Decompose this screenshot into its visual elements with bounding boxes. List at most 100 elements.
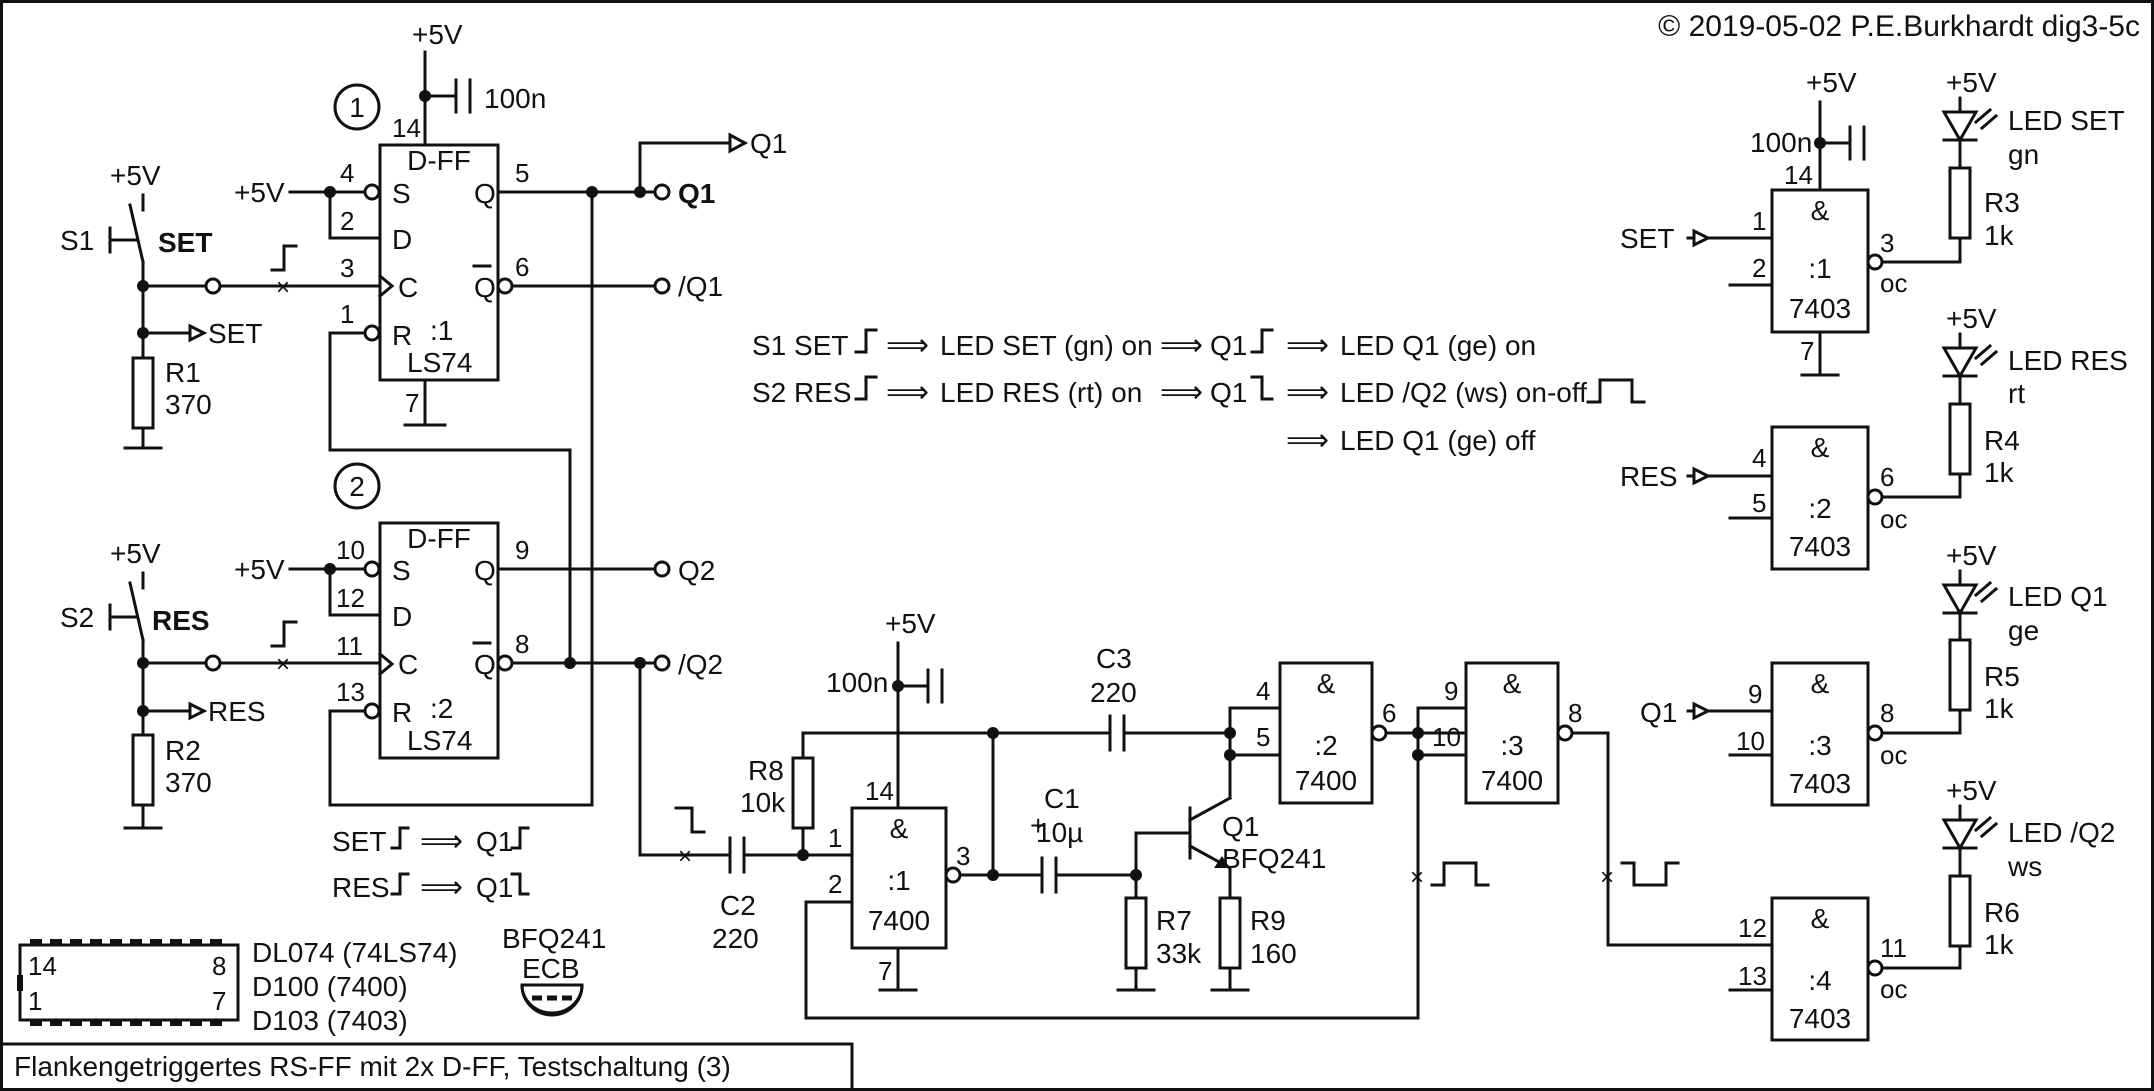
r7-name: R7 xyxy=(1156,905,1192,936)
r2-value: 370 xyxy=(165,767,212,798)
truth-line1-c: Q1 xyxy=(1210,330,1247,361)
circle-label-2: 2 xyxy=(349,471,365,502)
led1-color: rt xyxy=(2008,378,2025,409)
q2-label: Q2 xyxy=(678,555,715,586)
dff1-s-supply: +5V xyxy=(234,177,285,208)
nand7403-g3-oc: oc xyxy=(1880,740,1907,770)
implies-arrow: ⟹ xyxy=(1286,329,1329,362)
led2-supply: +5V xyxy=(1946,540,1997,571)
s1-sig: SET xyxy=(158,227,212,258)
dip-notch xyxy=(17,975,23,991)
nand7403-g2-part: 7403 xyxy=(1789,531,1851,562)
edge-symbol xyxy=(854,328,878,354)
q2n-terminal xyxy=(653,654,671,672)
nand7403-g3-unit: :3 xyxy=(1808,730,1831,761)
s2-name: S2 xyxy=(60,602,94,633)
implies-arrow: ⟹ xyxy=(1160,329,1203,362)
implies-arrow: ⟹ xyxy=(420,825,463,858)
nand7403-g4-part: 7403 xyxy=(1789,1003,1851,1034)
implies-arrow: ⟹ xyxy=(420,871,463,904)
led3-name: LED /Q2 xyxy=(2008,817,2115,848)
r1-name: R1 xyxy=(165,357,201,388)
nand7403-g1-in1: 1 xyxy=(1752,206,1766,236)
nand7400-g1-pin1: 1 xyxy=(828,823,842,853)
dff2-pin-c: 11 xyxy=(336,631,363,661)
oscillator: +5V 100n × C2 220 R8 10k C3 220 & xyxy=(674,608,1774,1020)
q1-terminal xyxy=(653,183,671,201)
dff2-pin-qn: 8 xyxy=(515,629,529,659)
nand7400-g3-part: 7400 xyxy=(1481,765,1543,796)
implies-arrow: ⟹ xyxy=(886,376,929,409)
r2-name: R2 xyxy=(165,735,201,766)
nand7403-g1-oc: oc xyxy=(1880,268,1907,298)
q1-collector xyxy=(1187,795,1233,823)
s1-name: S1 xyxy=(60,225,94,256)
nand7403-g2-body xyxy=(1770,425,1870,571)
dff2-pin-d: 12 xyxy=(336,583,365,613)
nand7403-g4-in1: 12 xyxy=(1738,913,1767,943)
junction xyxy=(564,657,576,669)
dff1-cap-label: 100n xyxy=(484,83,546,114)
dff1: 1 +5V 100n 14 D-FF S D C R Q Q :1 LS74 4… xyxy=(234,19,787,665)
res-arrow xyxy=(188,701,208,721)
edge-symbol xyxy=(1250,375,1274,401)
dip-pin7: 7 xyxy=(212,986,226,1016)
pulse-symbol xyxy=(1430,861,1490,887)
r6-value: 1k xyxy=(1984,929,2015,960)
nand7403-g1-part: 7403 xyxy=(1789,293,1851,324)
drv-gnd-pin: 7 xyxy=(1800,336,1814,366)
dff1-pin-gnd: 7 xyxy=(405,388,419,418)
c1-name: C1 xyxy=(1044,783,1080,814)
r3-value: 1k xyxy=(1984,220,2015,251)
s2-switch: +5V S2 RES × RES R2 370 xyxy=(60,538,382,830)
bfq-name: BFQ241 xyxy=(502,923,606,954)
led1-symbol xyxy=(1941,346,1979,380)
gate-symbol: & xyxy=(1811,432,1830,463)
circle-marker-1 xyxy=(333,83,381,131)
nand7403-g3-in2: 10 xyxy=(1736,726,1765,756)
probe-mark: × xyxy=(678,843,692,870)
nand7400-g2-pin5: 5 xyxy=(1256,722,1270,752)
nand7403-g2-oc: oc xyxy=(1880,504,1907,534)
led1-supply: +5V xyxy=(1946,303,1997,334)
nand7403-g3-part: 7403 xyxy=(1789,768,1851,799)
q1n-terminal xyxy=(653,277,671,295)
edge-symbol xyxy=(270,620,298,648)
led2-color: ge xyxy=(2008,615,2039,646)
implies-arrow: ⟹ xyxy=(1286,376,1329,409)
s1-test-point xyxy=(204,277,222,295)
led-rays xyxy=(1973,580,1999,604)
truth-line3-d: LED Q1 (ge) off xyxy=(1340,425,1536,456)
probe-mark: × xyxy=(1600,864,1614,891)
c1-value: 10µ xyxy=(1036,817,1083,848)
r4-name: R4 xyxy=(1984,425,2020,456)
q2-terminal xyxy=(653,560,671,578)
circle-marker-2 xyxy=(333,462,381,510)
led2-symbol xyxy=(1941,583,1979,617)
nand7403-g2-in1: 4 xyxy=(1752,443,1766,473)
led-rays xyxy=(1973,815,1999,839)
ic-d100: D100 (7400) xyxy=(252,971,408,1002)
nand7400-g1-part: 7400 xyxy=(868,905,930,936)
osc-supply: +5V xyxy=(885,608,936,639)
dff1-pin-c: 3 xyxy=(340,253,354,283)
ic-dl074: DL074 (74LS74) xyxy=(252,937,457,968)
r6-name: R6 xyxy=(1984,897,2020,928)
drv-vcc-pin: 14 xyxy=(1784,160,1813,190)
dff1-pin-r-bubble xyxy=(363,324,381,342)
nand7403-g2-unit: :2 xyxy=(1808,493,1831,524)
dff2-qbar-bubble xyxy=(496,654,514,672)
dff1-body xyxy=(378,143,500,382)
gate-symbol: & xyxy=(1811,668,1830,699)
r6 xyxy=(1948,874,1972,948)
dff2-clock-mark xyxy=(377,651,395,677)
dff2-label-s: S xyxy=(392,555,411,586)
led3-supply: +5V xyxy=(1946,775,1997,806)
drv-supply: +5V xyxy=(1806,67,1857,98)
edge-symbol xyxy=(270,244,298,272)
nand7400-g3-unit: :3 xyxy=(1500,730,1523,761)
implies-arrow: ⟹ xyxy=(886,329,929,362)
led-rays xyxy=(1973,343,1999,367)
